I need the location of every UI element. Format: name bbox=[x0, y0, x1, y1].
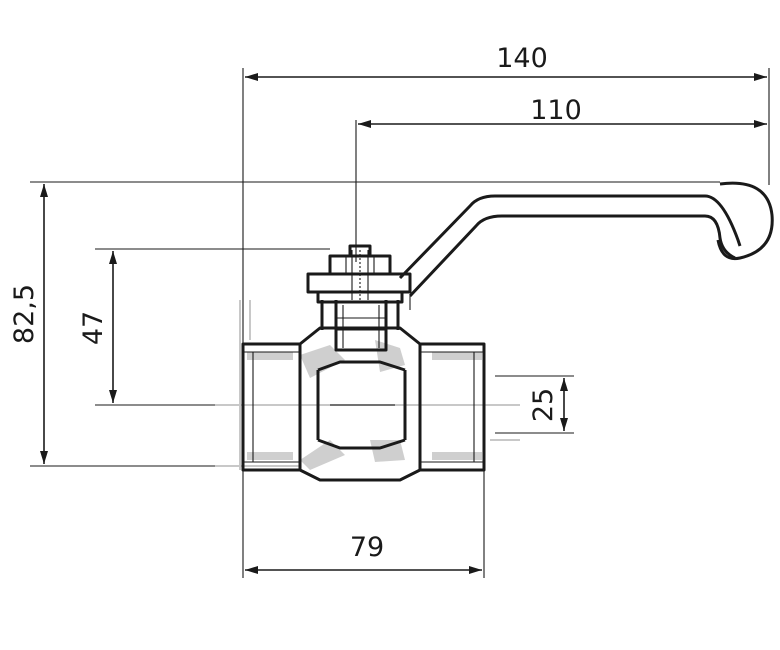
extension-lines bbox=[30, 68, 770, 578]
stem-neck bbox=[320, 300, 400, 330]
right-port bbox=[418, 342, 486, 472]
stem-nut bbox=[306, 244, 412, 304]
lever-handle bbox=[398, 181, 774, 310]
dim-label-79: 79 bbox=[350, 532, 384, 563]
dim-label-140: 140 bbox=[496, 43, 548, 74]
dim-label-82-5: 82,5 bbox=[9, 284, 40, 344]
ball-housing bbox=[299, 326, 421, 482]
dimension-labels: 140 110 82,5 47 25 79 bbox=[9, 43, 582, 563]
dimension-lines bbox=[40, 73, 767, 574]
dim-label-25: 25 bbox=[528, 388, 559, 422]
dim-label-110: 110 bbox=[530, 95, 582, 126]
valve-body bbox=[241, 300, 486, 482]
left-port bbox=[241, 342, 302, 472]
dim-label-47: 47 bbox=[78, 311, 109, 345]
